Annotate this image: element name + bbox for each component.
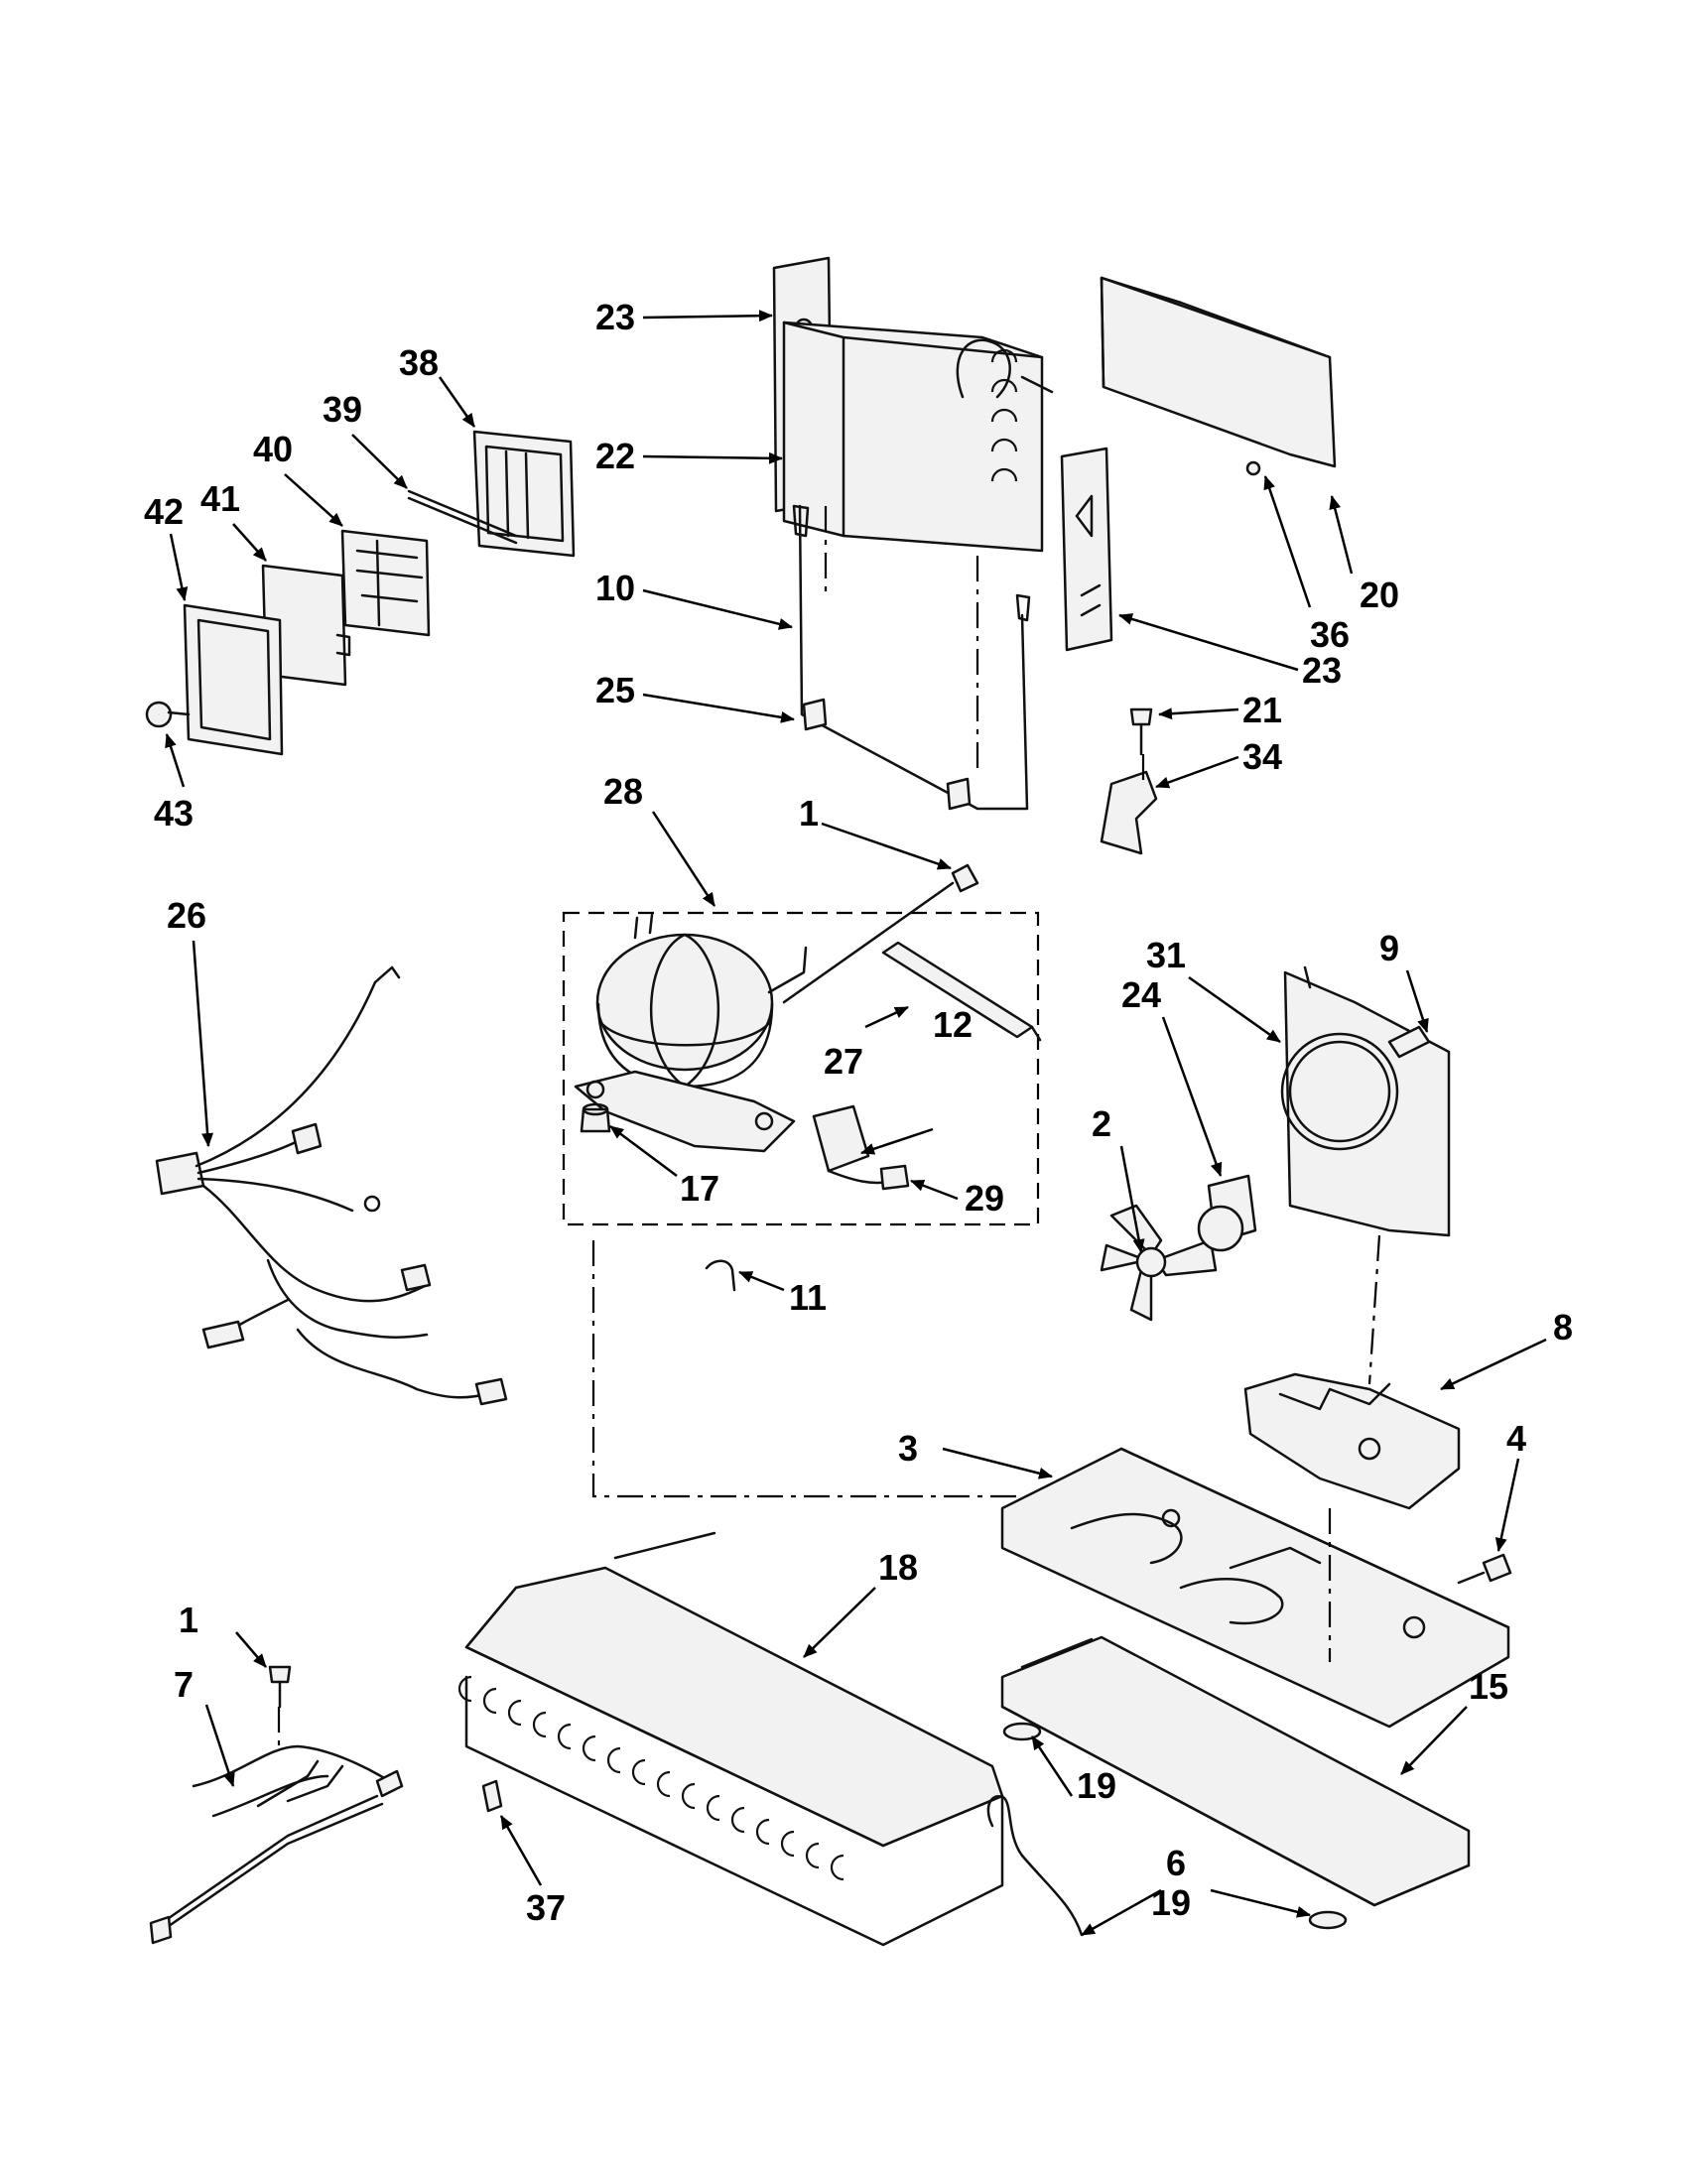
compressor-screw <box>782 863 979 1004</box>
callout-19-front: 19 <box>1077 1765 1116 1806</box>
callout-15: 15 <box>1469 1666 1508 1707</box>
control-board <box>340 529 431 637</box>
callout-19-rear: 19 <box>1151 1882 1191 1923</box>
ground-screw <box>268 1665 292 1709</box>
alignment-lines <box>277 506 1381 1746</box>
callout-43: 43 <box>154 793 194 834</box>
evaporator-cover <box>1100 276 1337 468</box>
compressor-alignment-line <box>591 1240 1022 1498</box>
callout-4: 4 <box>1506 1418 1526 1459</box>
callout-34: 34 <box>1242 736 1282 777</box>
board-screw <box>145 701 191 728</box>
callout-36: 36 <box>1310 614 1350 655</box>
callout-1-top: 1 <box>799 793 819 834</box>
callout-28: 28 <box>603 771 643 812</box>
compressor <box>574 913 808 1153</box>
fan-motor <box>1197 1174 1257 1252</box>
callout-42: 42 <box>144 491 184 532</box>
callout-6: 6 <box>1166 1843 1186 1883</box>
callout-22: 22 <box>595 436 635 476</box>
mount-screw <box>1129 707 1153 756</box>
callout-12: 12 <box>933 1004 973 1045</box>
callout-21: 21 <box>1242 690 1282 730</box>
leader-arrows <box>165 310 1547 1937</box>
fan-bracket <box>1243 1372 1461 1510</box>
callout-9: 9 <box>1379 928 1399 968</box>
fan-shroud <box>1280 965 1451 1237</box>
condenser-clip <box>481 1779 503 1813</box>
callout-11: 11 <box>789 1277 827 1318</box>
evaporator-bracket-right <box>1060 447 1113 652</box>
callout-7: 7 <box>174 1664 194 1705</box>
wiring-harness <box>155 965 508 1406</box>
callout-27: 27 <box>824 1041 863 1082</box>
base-screw <box>1457 1553 1512 1585</box>
callout-25: 25 <box>595 670 635 710</box>
callout-23-top: 23 <box>595 297 635 337</box>
board-strip <box>407 489 518 545</box>
compressor-grommet <box>580 1102 611 1133</box>
callout-2: 2 <box>1092 1103 1111 1144</box>
callout-3: 3 <box>898 1428 918 1469</box>
evaporator <box>782 321 1054 553</box>
callout-39: 39 <box>323 389 362 430</box>
relay-connector <box>879 1164 910 1191</box>
filter-drier <box>881 941 1042 1042</box>
callout-18: 18 <box>878 1547 918 1588</box>
shroud-screw <box>1387 1025 1431 1059</box>
callout-31: 31 <box>1146 935 1186 975</box>
drain-pan <box>1000 1635 1471 1907</box>
base-plate <box>1000 1447 1510 1729</box>
pan-foot-front <box>1002 1722 1042 1741</box>
callout-37: 37 <box>526 1887 566 1928</box>
callout-24: 24 <box>1121 974 1161 1015</box>
callout-20: 20 <box>1360 575 1399 615</box>
callout-26: 26 <box>167 895 206 936</box>
callout-29: 29 <box>965 1178 1004 1219</box>
callout-41: 41 <box>200 478 240 519</box>
heater-clips <box>802 698 972 811</box>
ground-harness <box>149 1744 404 1945</box>
callout-labels: 23 22 10 25 23 20 36 21 34 38 39 40 41 4… <box>144 297 1573 1928</box>
cover-screw <box>1245 460 1261 476</box>
callout-17: 17 <box>680 1168 719 1209</box>
control-board-housing <box>472 430 576 558</box>
pan-foot-rear <box>1308 1910 1348 1930</box>
callout-1-bottom: 1 <box>179 1600 198 1640</box>
compressor-kit-boundary <box>562 911 1040 1226</box>
callout-10: 10 <box>595 568 635 608</box>
wire-clip <box>705 1259 736 1292</box>
mount-bracket <box>1100 770 1158 855</box>
defrost-heater <box>792 504 1031 811</box>
drain-tube <box>986 1795 1084 1937</box>
board-frame <box>183 603 284 756</box>
callout-23-right: 23 <box>1302 650 1342 691</box>
callout-38: 38 <box>399 342 439 383</box>
callout-8: 8 <box>1553 1307 1573 1348</box>
callout-40: 40 <box>253 429 293 469</box>
